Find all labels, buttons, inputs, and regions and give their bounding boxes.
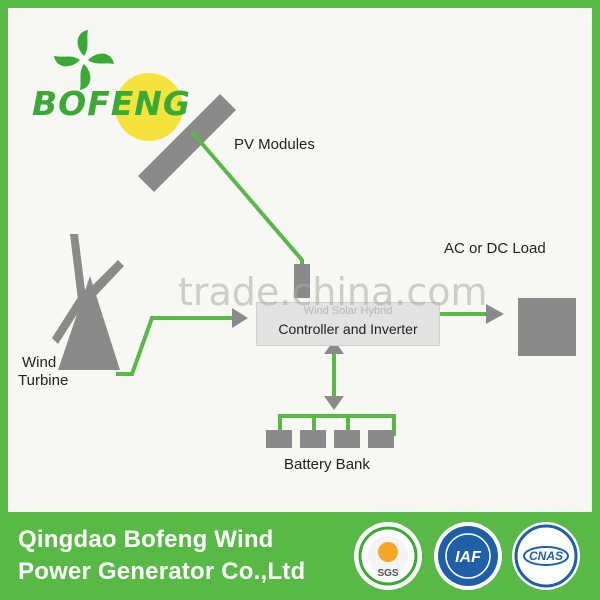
turbine-blade-top (70, 234, 86, 300)
sgs-badge-label: SGS (377, 568, 398, 579)
battery-cell-2 (300, 430, 326, 448)
cnas-badge: CNAS (512, 522, 580, 590)
pv-wire (190, 130, 304, 280)
logo-text: BOFENG (32, 84, 191, 123)
cnas-badge-label: CNAS (529, 549, 563, 563)
load-arrow (486, 304, 504, 324)
iaf-badge: IAF (434, 522, 502, 590)
battery-cell-4 (368, 430, 394, 448)
battery-cell-3 (334, 430, 360, 448)
controller-box: Wind Solar Hybrid Controller and Inverte… (256, 302, 440, 346)
company-name-line2: Power Generator Co.,Ltd (18, 558, 306, 585)
watermark: trade.china.com (178, 270, 488, 314)
turbine-tower (58, 276, 120, 370)
battery-cell-1 (266, 430, 292, 448)
controller-sub-label: Wind Solar Hybrid (303, 305, 393, 317)
logo-graphic (54, 30, 183, 141)
battery-arrow-up (324, 340, 344, 354)
iaf-badge-label: IAF (455, 549, 482, 566)
pinwheel-icon (54, 30, 114, 90)
turbine-arrow (232, 308, 248, 328)
sgs-badge: SGS (354, 522, 422, 590)
turbine-blade-right (84, 260, 124, 302)
hybrid-system-diagram (52, 94, 504, 448)
battery-arrow-down (324, 396, 344, 410)
load-label: AC or DC Load (444, 240, 546, 257)
company-name-line1: Qingdao Bofeng Wind (18, 526, 274, 553)
turbine-blade-left (52, 294, 86, 344)
battery-bus (278, 414, 396, 436)
sgs-seal-icon (378, 542, 398, 562)
wind-label-line2: Turbine (18, 372, 69, 389)
controller-label: Controller and Inverter (278, 321, 418, 337)
load-box (518, 298, 576, 356)
pv-modules-label: PV Modules (234, 136, 315, 153)
turbine-wire (116, 316, 234, 376)
battery-bank-label: Battery Bank (284, 456, 370, 473)
pv-connector (294, 264, 310, 298)
diagram-panel: BOFENG (8, 8, 592, 512)
pv-panel (138, 94, 236, 192)
wind-label-line1: Wind (22, 354, 57, 371)
sun-icon (115, 73, 183, 141)
